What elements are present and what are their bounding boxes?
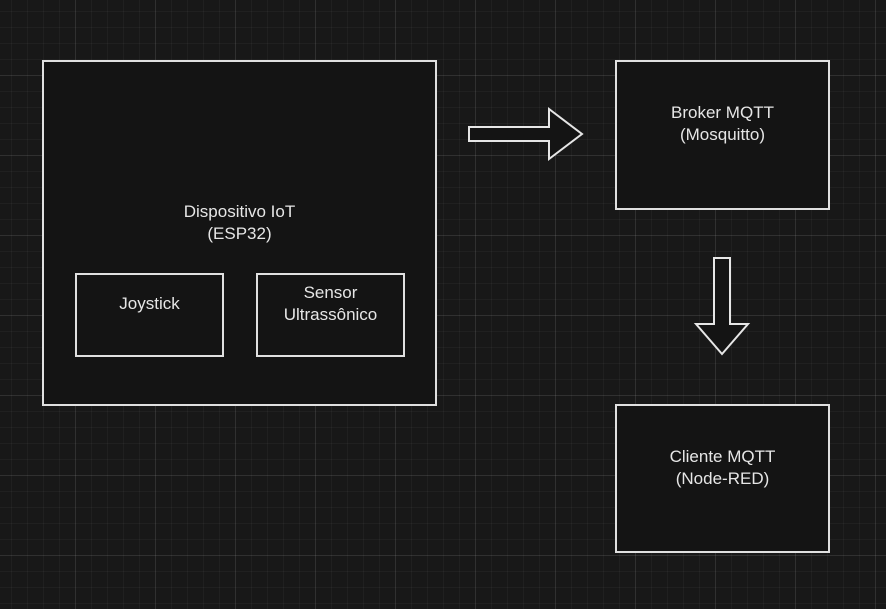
iot-device-box: Dispositivo IoT (ESP32) Joystick Sensor … (42, 60, 437, 406)
iot-device-subtitle: (ESP32) (207, 224, 272, 243)
mqtt-client-label: Cliente MQTT (Node-RED) (617, 446, 828, 490)
down-arrow-icon (693, 257, 751, 356)
joystick-label: Joystick (119, 294, 180, 313)
ultrasonic-sensor-label: Sensor Ultrassônico (258, 282, 403, 326)
mqtt-broker-label: Broker MQTT (Mosquitto) (617, 102, 828, 146)
ultrasonic-sensor-box: Sensor Ultrassônico (256, 273, 405, 357)
ultrasonic-sensor-label-line2: Ultrassônico (283, 305, 378, 324)
joystick-box: Joystick (75, 273, 224, 357)
mqtt-client-subtitle: (Node-RED) (675, 469, 770, 488)
right-arrow-icon (468, 106, 584, 162)
mqtt-broker-box: Broker MQTT (Mosquitto) (615, 60, 830, 210)
iot-device-title: Dispositivo IoT (183, 202, 296, 221)
mqtt-broker-subtitle: (Mosquitto) (679, 125, 766, 144)
iot-device-label: Dispositivo IoT (ESP32) (44, 201, 435, 245)
ultrasonic-sensor-label-line1: Sensor (303, 283, 358, 302)
mqtt-broker-title: Broker MQTT (671, 103, 774, 122)
mqtt-client-title: Cliente MQTT (669, 447, 776, 466)
mqtt-client-box: Cliente MQTT (Node-RED) (615, 404, 830, 553)
